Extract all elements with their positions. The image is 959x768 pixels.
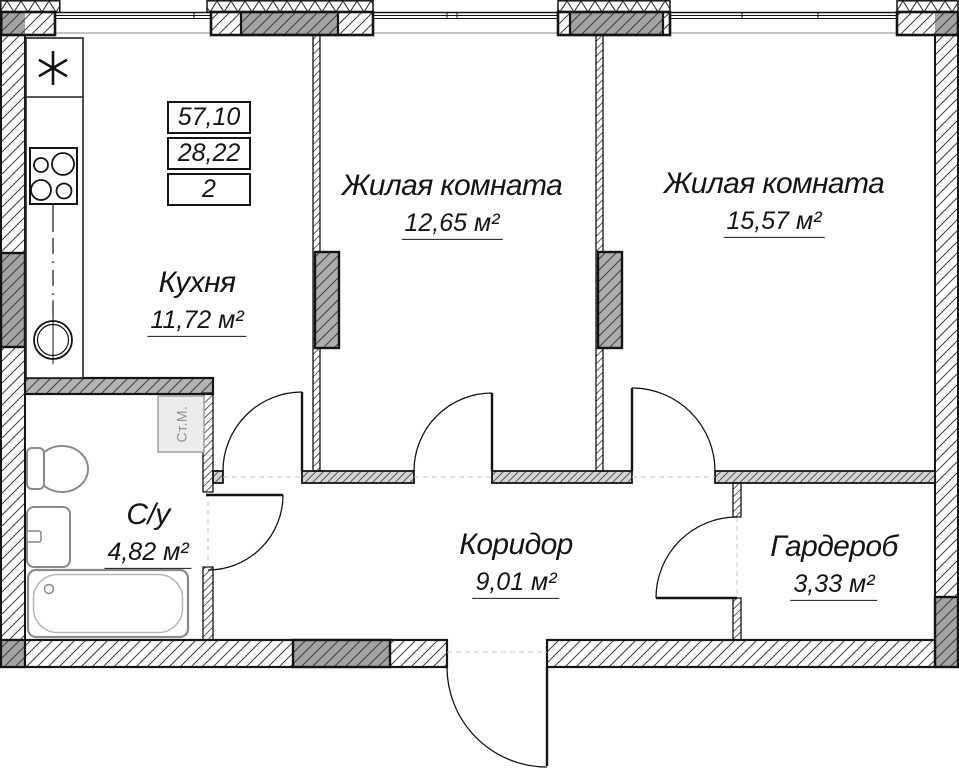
door-entrance <box>446 666 549 768</box>
washing-machine <box>157 395 205 453</box>
parapet-strips <box>0 0 959 14</box>
bathtub-fixture <box>26 568 190 639</box>
door-living-2 <box>630 387 716 472</box>
room-label-wardrobe: Гардероб 3,33 м² <box>770 529 898 601</box>
top-wall-pillars <box>0 10 959 37</box>
room-name: Кухня <box>158 265 236 299</box>
room-area: 4,82 м² <box>104 537 192 569</box>
vent-star-icon <box>38 51 68 85</box>
room-name: Жилая комната <box>663 166 885 200</box>
summary-total-area: 57,10 <box>167 101 251 134</box>
room-label-living-2: Жилая комната 15,57 м² <box>663 166 885 238</box>
room-area: 3,33 м² <box>790 569 878 601</box>
door-living-1 <box>413 392 494 472</box>
room-name: С/у <box>126 497 170 531</box>
room-label-corridor: Коридор 9,01 м² <box>459 527 573 599</box>
door-thresholds <box>207 476 738 653</box>
room-name: Коридор <box>459 527 573 561</box>
door-bathroom <box>206 493 284 571</box>
door-swings <box>206 387 738 768</box>
windows <box>55 11 897 34</box>
washbasin-fixture <box>26 506 71 568</box>
room-name: Гардероб <box>770 529 898 563</box>
kitchen-sink-fixture <box>33 300 73 364</box>
summary-box: 57,10 28,22 2 <box>167 101 251 209</box>
kitchen-fixtures <box>25 37 84 379</box>
summary-room-count: 2 <box>167 173 251 206</box>
room-name: Жилая комната <box>341 168 563 202</box>
kitchen-counter <box>25 37 84 379</box>
stove-fixture <box>29 147 78 205</box>
toilet-fixture <box>26 445 89 493</box>
washing-machine-label: Ст.М. <box>172 405 189 443</box>
room-area: 15,57 м² <box>723 206 825 238</box>
window-living-1 <box>373 11 558 34</box>
room-label-living-1: Жилая комната 12,65 м² <box>341 168 563 240</box>
bathroom-fixtures <box>26 395 205 639</box>
door-wardrobe <box>655 516 738 600</box>
outer-walls <box>0 34 959 669</box>
window-kitchen <box>55 11 211 34</box>
window-living-2 <box>670 11 897 34</box>
summary-living-area: 28,22 <box>167 137 251 170</box>
door-kitchen <box>222 391 304 472</box>
interior-walls <box>23 34 936 641</box>
room-area: 9,01 м² <box>472 567 560 599</box>
room-label-kitchen: Кухня 11,72 м² <box>147 265 247 337</box>
room-area: 12,65 м² <box>401 208 503 240</box>
room-label-bathroom: С/у 4,82 м² <box>104 497 192 569</box>
room-area: 11,72 м² <box>147 305 247 337</box>
